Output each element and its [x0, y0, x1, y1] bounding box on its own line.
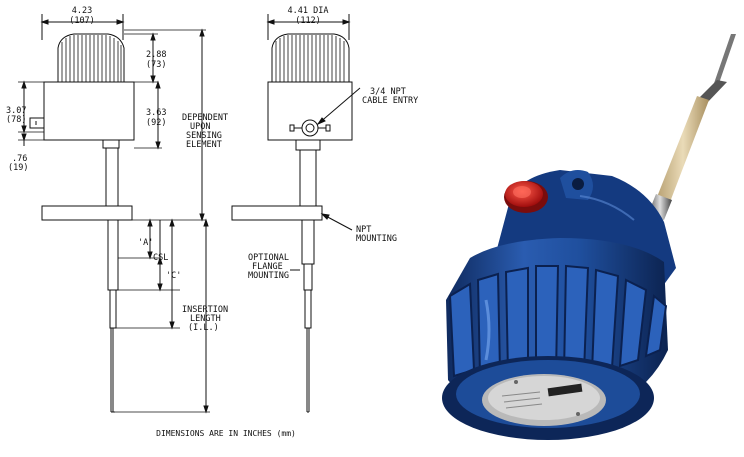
cable-entry-line-2: CABLE ENTRY [362, 96, 418, 106]
dim-c-label: 'C' [166, 271, 181, 281]
insertion-line-2: LENGTH [190, 314, 221, 324]
housing-height-mm: (92) [146, 118, 166, 128]
nameplate [482, 374, 606, 426]
front-view [231, 14, 361, 413]
dependent-line-4: ELEMENT [186, 140, 222, 150]
red-plug [504, 181, 548, 213]
insertion-line-3: (I.L.) [188, 323, 219, 333]
dependent-line-1: DEPENDENT [182, 113, 228, 123]
side-height-inches: 3.07 [6, 106, 26, 116]
dimensions-footer: DIMENSIONS ARE IN INCHES (mm) [156, 429, 296, 438]
cable-entry-line-1: 3/4 NPT [370, 87, 406, 97]
housing-fins [448, 264, 668, 378]
left-side-view [18, 14, 210, 414]
product-photo [442, 34, 736, 440]
dim-a-label: 'A' [138, 238, 153, 248]
width-mm: (107) [69, 16, 95, 26]
flange-line-3: MOUNTING [248, 271, 289, 281]
probe-rod [648, 34, 736, 220]
dim-csl-label: CSL [153, 253, 168, 263]
width-inches: 4.23 [72, 6, 92, 16]
housing-height-inches: 3.63 [146, 108, 166, 118]
npt-mounting-line-1: NPT [356, 225, 371, 235]
insertion-line-1: INSERTION [182, 305, 228, 315]
cap-height-mm: (73) [146, 60, 166, 70]
dependent-line-2: UPON [190, 122, 210, 132]
dependent-line-3: SENSING [186, 131, 222, 141]
flange-line-2: FLANGE [252, 262, 283, 272]
npt-mounting-line-2: MOUNTING [356, 234, 397, 244]
diameter-inches: 4.41 DIA [288, 6, 329, 16]
offset-inches: .76 [12, 154, 27, 164]
cap-height-inches: 2.88 [146, 50, 166, 60]
front-cap-fins [275, 35, 345, 82]
cap-fins [61, 35, 122, 82]
side-height-mm: (78) [6, 115, 26, 125]
diameter-mm: (112) [295, 16, 321, 26]
flange-line-1: OPTIONAL [248, 253, 289, 263]
offset-mm: (19) [8, 163, 28, 173]
